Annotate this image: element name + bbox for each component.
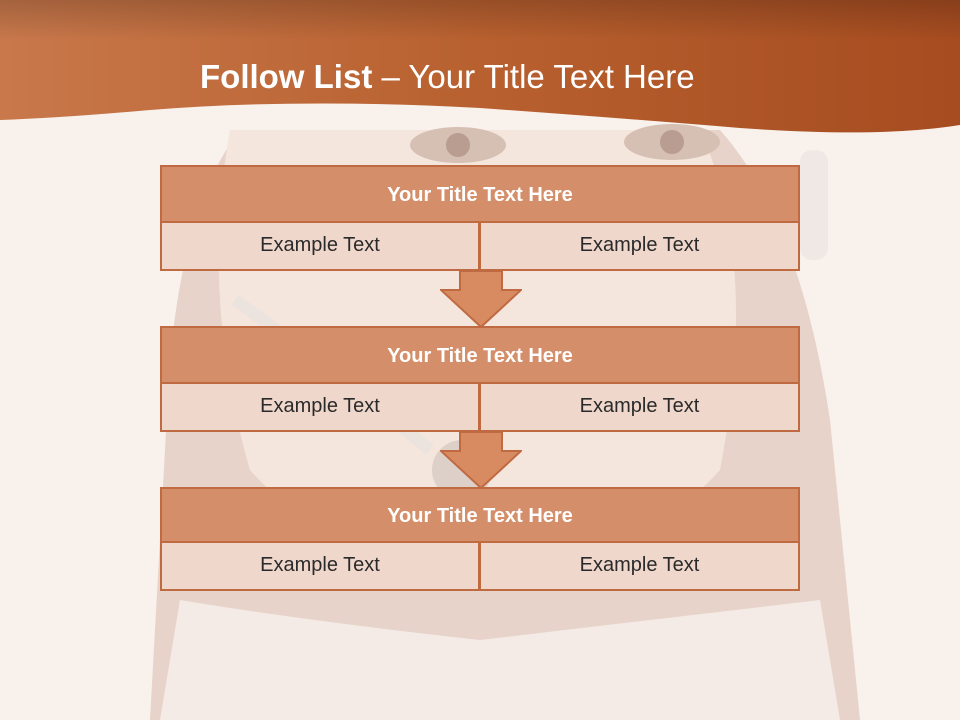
step-box: Your Title Text Here Example Text Exampl… [160, 165, 800, 271]
step-row: Example Text Example Text [160, 223, 800, 271]
step-title: Your Title Text Here [160, 326, 800, 384]
step-title: Your Title Text Here [160, 165, 800, 223]
step-row: Example Text Example Text [160, 543, 800, 591]
slide-title-rest: – Your Title Text Here [372, 58, 695, 95]
step-cell-left: Example Text [160, 223, 480, 271]
down-arrow-icon [440, 270, 522, 328]
step-cell-left: Example Text [160, 384, 480, 432]
step-title: Your Title Text Here [160, 487, 800, 543]
down-arrow-icon [440, 431, 522, 489]
step-cell-right: Example Text [480, 384, 800, 432]
slide-title-bold: Follow List [200, 58, 373, 95]
step-box: Your Title Text Here Example Text Exampl… [160, 326, 800, 432]
slide-title: Follow List – Your Title Text Here [200, 52, 880, 102]
step-row: Example Text Example Text [160, 384, 800, 432]
step-box: Your Title Text Here Example Text Exampl… [160, 487, 800, 591]
step-cell-right: Example Text [480, 223, 800, 271]
step-cell-right: Example Text [480, 543, 800, 591]
step-cell-left: Example Text [160, 543, 480, 591]
